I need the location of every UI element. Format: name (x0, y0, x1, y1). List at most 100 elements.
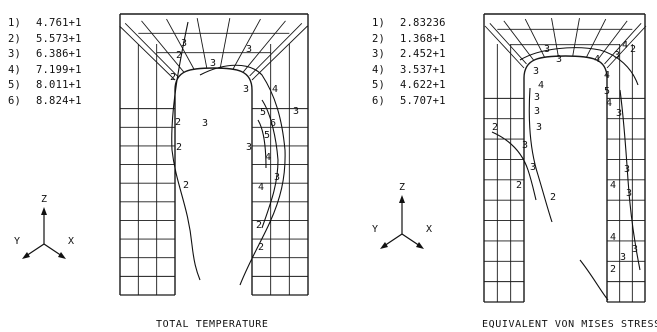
contour-label: 2 (175, 117, 181, 128)
mesh-line (606, 25, 647, 69)
contour-label: 3 (181, 38, 187, 49)
legend-row: 1) 4.761+1 (8, 16, 82, 32)
mesh-arch-edge (174, 67, 253, 91)
contour-label: 3 (533, 66, 539, 77)
mesh-line (196, 18, 208, 69)
mesh-line (141, 20, 185, 73)
legend-row: 6) 8.824+1 (8, 94, 82, 110)
contour-line (257, 119, 267, 169)
legend-index: 2) (8, 32, 22, 45)
contour-label: 2 (176, 50, 182, 61)
legend-value: 4.622+1 (400, 79, 446, 91)
right-contour-legend: 1)2.83236 2)1.368+1 3)2.452+1 4)3.537+1 … (372, 16, 446, 109)
right-caption: EQUIVALENT VON MISES STRESS (482, 319, 657, 330)
contour-label: 3 (210, 58, 216, 69)
contour-label: 4 (594, 54, 600, 65)
left-arch-mesh (119, 13, 309, 296)
contour-label: 2 (630, 44, 636, 55)
contour-label: 2 (516, 180, 522, 191)
right-arch-mesh (483, 13, 647, 303)
contour-label: 3 (620, 252, 626, 263)
contour-label: 3 (536, 122, 542, 133)
mesh-line (166, 18, 195, 70)
contour-label: 4 (265, 152, 271, 163)
contour-label: 3 (246, 44, 252, 55)
contour-label: 3 (243, 84, 249, 95)
contour-label: 3 (632, 244, 638, 255)
contour-line (171, 21, 201, 281)
mesh-line (585, 18, 607, 58)
z-axis-arrow (41, 207, 47, 215)
contour-label: 3 (534, 106, 540, 117)
contour-label: 3 (293, 106, 299, 117)
left-caption: TOTAL TEMPERATURE (156, 319, 269, 330)
legend-row: 2) 5.573+1 (8, 32, 82, 48)
contour-label: 2 (492, 122, 498, 133)
contour-label: 2 (183, 180, 189, 191)
legend-value: 3.537+1 (400, 63, 446, 76)
contour-label: 3 (616, 108, 622, 119)
contour-label: 2 (170, 72, 176, 83)
z-axis-label: Z (41, 194, 47, 205)
right-contour-labels: 3 3 4 3 4 2 3 4 3 3 4 5 4 3 3 2 3 3 2 2 … (492, 40, 638, 275)
contour-label: 4 (604, 70, 610, 81)
x-axis-arrow (416, 242, 424, 249)
legend-index: 5) (8, 79, 22, 91)
left-axis-triad: Z Y X (14, 194, 74, 259)
contour-label: 3 (246, 142, 252, 153)
mesh-line (124, 22, 178, 77)
mesh-line (242, 20, 286, 73)
contour-label: 4 (258, 182, 264, 193)
contour-line (261, 99, 279, 229)
contour-label: 4 (272, 84, 278, 95)
x-axis-line (401, 233, 421, 247)
y-axis-label: Y (14, 236, 20, 247)
right-axis-triad: Z Y X (372, 182, 432, 249)
legend-row: 5) 8.011+1 (8, 78, 82, 94)
contour-line (619, 89, 641, 271)
contour-label: 2 (550, 192, 556, 203)
contour-label: 2 (258, 242, 264, 253)
legend-index: 1) (8, 17, 22, 29)
legend-index: 1) (372, 17, 386, 29)
contour-label: 4 (606, 98, 612, 109)
mesh-line (119, 25, 176, 81)
contour-label: 2 (610, 264, 616, 275)
legend-index: 3) (372, 48, 386, 60)
legend-row: 3)2.452+1 (372, 47, 446, 63)
contour-label: 3 (534, 92, 540, 103)
legend-index: 6) (372, 94, 386, 107)
legend-value: 7.199+1 (36, 63, 82, 76)
legend-index: 4) (8, 63, 22, 76)
contour-label: 3 (626, 188, 632, 199)
y-axis-line (383, 233, 403, 247)
contour-label: 5 (604, 86, 610, 97)
mesh-line (484, 25, 525, 69)
legend-value: 4.761+1 (36, 17, 82, 29)
contour-label: 3 (624, 164, 630, 175)
left-temperature-contours (171, 21, 286, 286)
y-axis-arrow (380, 242, 388, 249)
legend-value: 8.011+1 (36, 79, 82, 91)
contour-label: 3 (614, 50, 620, 61)
contour-line (579, 259, 609, 301)
contour-label: 4 (538, 80, 544, 91)
mesh-line (251, 25, 308, 81)
legend-row: 5)4.622+1 (372, 78, 446, 94)
contour-label: 4 (610, 232, 616, 243)
legend-index: 6) (8, 94, 22, 107)
contour-label: 4 (610, 180, 616, 191)
mesh-line (232, 18, 261, 70)
y-axis-line (25, 243, 45, 257)
legend-row: 1)2.83236 (372, 16, 446, 32)
left-contour-legend: 1)4.761+1 2)5.573+1 3)6.386+1 4)7.199+1 … (8, 16, 82, 109)
contour-label: 3 (274, 172, 280, 183)
mesh-line (503, 20, 535, 61)
contour-line (491, 131, 537, 201)
legend-row: 4)3.537+1 (372, 63, 446, 79)
legend-value: 5.573+1 (36, 32, 82, 45)
legend-value: 8.824+1 (36, 94, 82, 107)
contour-line (528, 87, 553, 223)
